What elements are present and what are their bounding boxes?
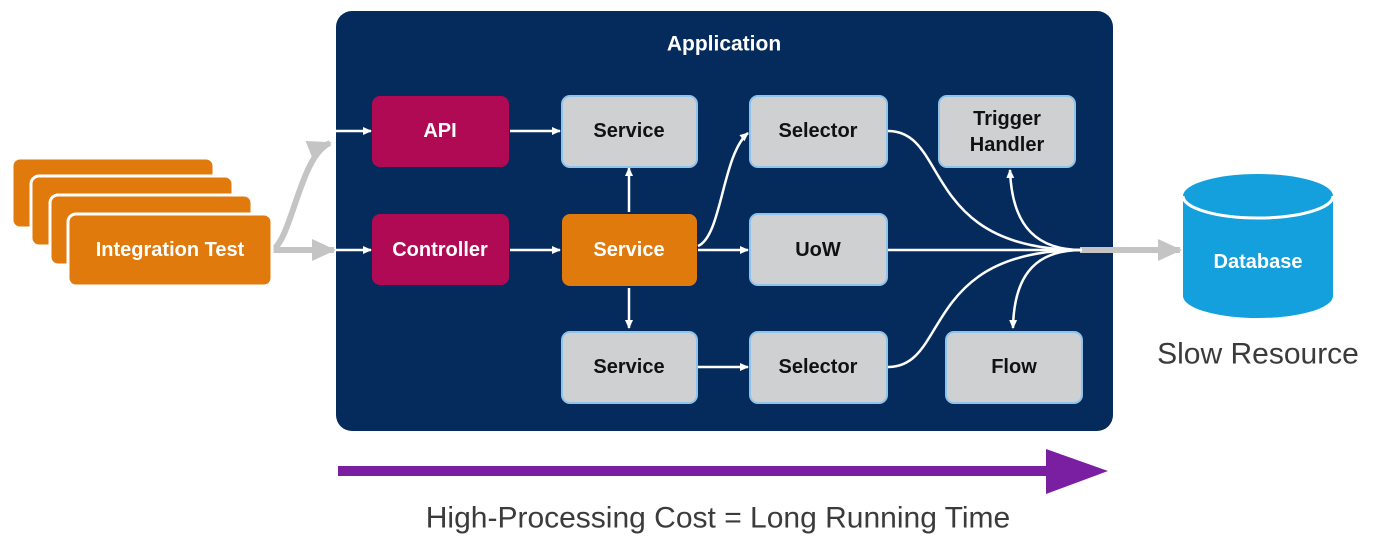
curve-selector-top-to-db: [887, 129, 1083, 252]
curve-db-to-flow: [1009, 248, 1083, 329]
selector-top-box: [749, 95, 888, 168]
cost-caption: High-Processing Cost = Long Running Time: [426, 502, 1010, 535]
test-to-api-connector: [270, 140, 332, 253]
database-label: Database: [1214, 251, 1303, 273]
integration-test-card: [66, 212, 274, 288]
controller-box: [372, 214, 509, 285]
trigger-handler-label-line2: Handler: [970, 134, 1045, 156]
selector-bottom-box: [749, 331, 888, 404]
database-caption: Slow Resource: [1157, 338, 1359, 371]
flow-label: Flow: [991, 356, 1037, 378]
application-title: Application: [667, 33, 781, 56]
api-label: API: [423, 120, 456, 142]
integration-test-label: Integration Test: [96, 239, 245, 261]
uow-label: UoW: [795, 239, 841, 261]
trigger-handler-box: [938, 95, 1076, 168]
curve-db-to-trigger-handler: [1006, 169, 1083, 252]
curve-selector-bottom-to-db: [887, 248, 1083, 369]
service-mid-label: Service: [593, 239, 664, 261]
selector-bottom-label: Selector: [779, 356, 858, 378]
controller-label: Controller: [392, 239, 488, 261]
flow-box: [945, 331, 1083, 404]
arrow-service-to-selector-top: [697, 132, 749, 248]
service-mid-box: [562, 214, 697, 286]
service-bottom-box: [561, 331, 698, 404]
application-panel: [336, 11, 1113, 431]
service-bottom-label: Service: [593, 356, 664, 378]
database-icon: [1181, 174, 1335, 318]
cost-arrow: [338, 449, 1108, 494]
service-top-box: [561, 95, 698, 168]
selector-top-label: Selector: [779, 120, 858, 142]
uow-box: [749, 213, 888, 286]
api-box: [372, 96, 509, 167]
trigger-handler-label-line1: Trigger: [973, 108, 1041, 130]
service-top-label: Service: [593, 120, 664, 142]
integration-test-stack: Integration Test: [10, 156, 274, 288]
